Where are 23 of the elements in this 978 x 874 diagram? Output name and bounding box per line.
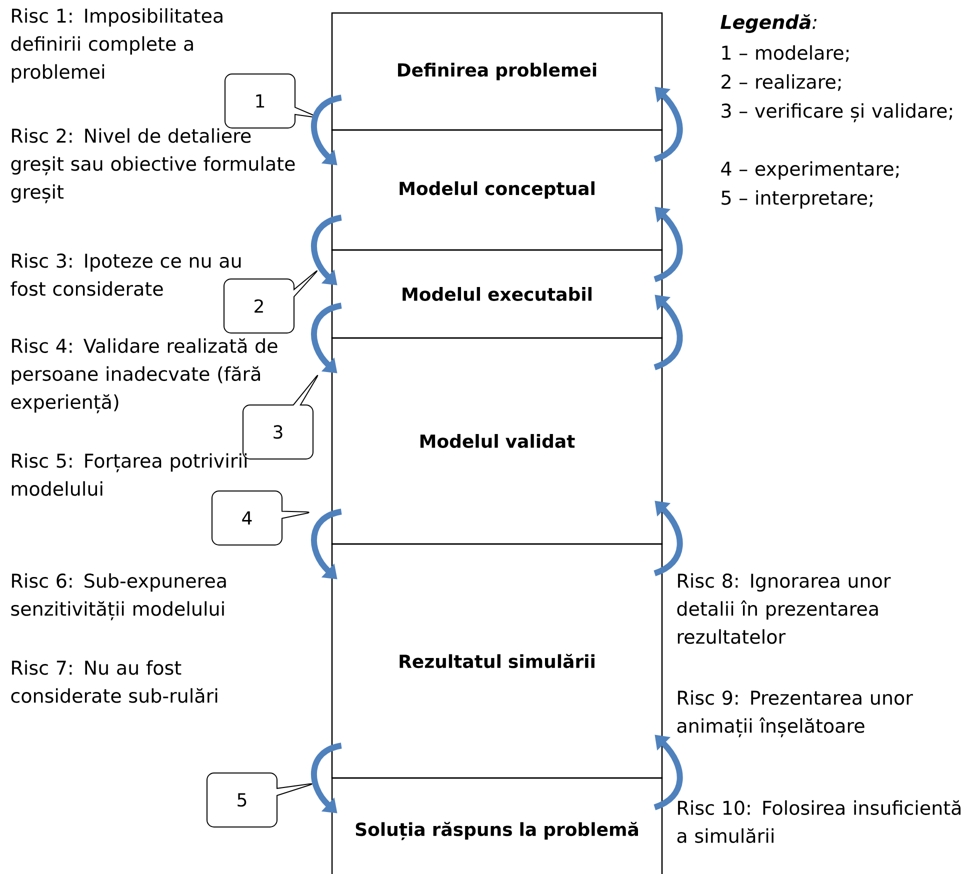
- callout-box: 4: [212, 490, 310, 546]
- legend-item: 2 – realizare;: [722, 74, 841, 91]
- risk-text: Risc 9: Prezentarea unor animații înșelătoare: [677, 690, 913, 738]
- risk-text: Risc 2: Nivel de detaliere greșit sau obiective formulate greșit: [11, 128, 295, 204]
- stage-box: Rezultatul simulării: [331, 543, 663, 779]
- stage-box: Modelul conceptual: [331, 129, 663, 251]
- risk-text: Risc 1: Imposibilitatea definirii complete a problemei: [11, 8, 222, 83]
- stage-box: Modelul executabil: [331, 249, 663, 339]
- callout-box: 5: [206, 772, 313, 828]
- risk-text: Risc 10: Folosirea insuficientă a simulării: [677, 800, 960, 843]
- legend-item: 3 – verificare și validare;: [722, 103, 952, 122]
- callout-box: 1: [224, 74, 317, 128]
- stage-box: Soluția răspuns la problemă: [331, 777, 663, 874]
- stage-box: Definirea problemei: [331, 12, 663, 131]
- callout-box: 2: [224, 270, 318, 334]
- legend-item: 1 – modelare;: [722, 45, 849, 62]
- risk-text: Risc 8: Ignorarea unor detalii în prezentarea rezultatelor: [677, 573, 891, 644]
- legend-item: 4 – experimentare;: [721, 161, 898, 180]
- legend-item: 5 – interpretare;: [722, 190, 872, 209]
- legend-title: Legendă:: [720, 14, 816, 33]
- risk-text: Risc 6: Sub-expunerea senzitivității modelului: [11, 573, 226, 620]
- risk-text: Risc 7: Nu au fost considerate sub-rulări: [11, 660, 218, 703]
- stage-box: Modelul validat: [331, 337, 663, 545]
